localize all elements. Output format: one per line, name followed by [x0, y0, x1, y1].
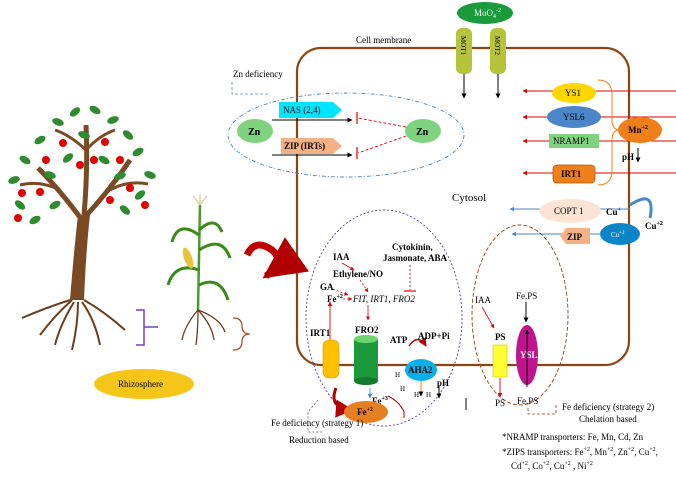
nramp-note: *NRAMP transporters: Fe, Mn, Cd, Zn [502, 432, 644, 442]
h2-label: H [400, 385, 405, 393]
cu2-inner-label: Cu+2 [611, 231, 625, 239]
zn-deficiency-label: Zn deficiency [233, 69, 283, 79]
fro2-label: FRO2 [355, 325, 379, 335]
iaa-right-label: IAA [475, 295, 491, 305]
ethylene-fit-arrow [359, 279, 369, 293]
irt1-right-box [552, 164, 596, 184]
mot2-label: MOT2 [493, 36, 501, 56]
fe-ps-bottom-label: Fe.PS [517, 396, 538, 406]
mot1-label: MOT1 [459, 36, 467, 56]
mot1-transporter [456, 28, 472, 74]
iaa-ps-arrow [481, 306, 495, 329]
ps-top-label: PS [495, 332, 506, 342]
cu-plus-label: Cu+ [606, 207, 622, 217]
zn-deficiency-region [227, 92, 465, 178]
cu2-label: Cu+2 [645, 221, 663, 231]
chelation-label: Chelation based [579, 414, 637, 424]
zn-inhibit-zip [357, 135, 407, 154]
ph-left-label: pH [437, 378, 449, 388]
copt1-label: COPT 1 [554, 206, 584, 216]
fe-ps-top-label: Fe.PS [516, 291, 537, 301]
zn-right-ellipse [405, 119, 441, 143]
cu-reduction-arc [629, 197, 653, 219]
ethylene-label: Ethylene/NO [333, 269, 383, 279]
ys1-label: YS1 [565, 88, 581, 98]
zn-inhibit-nas [357, 117, 407, 128]
fe3-label: Fe+3 [372, 396, 388, 406]
irt1-left-transporter [322, 339, 340, 379]
atp-adp-arc [408, 337, 427, 347]
cu2-ellipse [600, 223, 640, 245]
strategy2-pointer [527, 404, 557, 415]
strategy1-region [305, 209, 463, 427]
zip-box [560, 228, 590, 244]
fe3-reduction-link [387, 395, 405, 418]
zn-right-label: Zn [416, 127, 429, 138]
cytosol-label: Cytosol [452, 192, 486, 204]
ysl6-ellipse [547, 106, 601, 128]
ga-fit-arrow [332, 288, 349, 296]
iaa-left-label: IAA [333, 252, 350, 262]
ys1-ellipse [552, 83, 596, 103]
red-curved-arrow [243, 237, 310, 279]
ysl6-label: YSL6 [563, 112, 585, 122]
nramp1-box [549, 134, 599, 148]
fruit-tree-illustration [8, 105, 158, 351]
h3-label: H [414, 391, 419, 399]
zn-left-ellipse [237, 119, 273, 143]
rhizosphere-label: Rhizosphere [118, 379, 163, 389]
fe2-top-label: Fe+2 [327, 294, 343, 304]
cell-membrane-label: Cell membrane [356, 35, 411, 45]
ga-label: GA [320, 282, 334, 292]
reduction-label: Reduction based [289, 435, 349, 445]
atp-label: ATP [390, 335, 408, 345]
fit-genes-label: FIT, IRT1, FRO2 [352, 294, 415, 304]
cytokinin-line2: Jasmonate, ABA [383, 253, 448, 263]
ph-right-label: pH [622, 152, 634, 162]
ps-bottom-label: PS [495, 398, 505, 408]
cytokinin-line1: Cytokinin, [392, 242, 433, 252]
mn-bracket [597, 79, 621, 186]
mot2-transporter [490, 28, 506, 74]
nas-label: NAS (2,4) [283, 105, 321, 115]
fro2-cylinder [354, 339, 378, 381]
iaa-ethylene-arrow [341, 262, 355, 271]
molybdate-label: MoO4-2 [474, 8, 501, 20]
nas-box [279, 102, 342, 118]
strategy2-region [471, 224, 569, 406]
h4-label: H [426, 391, 431, 399]
zn-left-label: Zn [248, 127, 261, 138]
h1-label: H [395, 371, 400, 379]
molybdate-ellipse [457, 2, 513, 24]
ps-transporter [492, 344, 508, 378]
irt1-left-label: IRT1 [310, 328, 331, 338]
nramp1-label: NRAMP1 [553, 136, 590, 146]
zip-irts-label: ZIP (IRTs) [284, 141, 325, 151]
strategy1-label: Fe deficiency (strategy 1) [271, 418, 363, 428]
fe2-bottom-ellipse [344, 401, 388, 423]
strategy1-pointer [307, 399, 322, 433]
fe2-bottom-label: Fe+2 [357, 407, 373, 417]
fro2-cylinder-top [354, 335, 378, 343]
irt1-right-label: IRT1 [561, 169, 582, 179]
aha2-ellipse [405, 359, 437, 381]
rhizosphere-ellipse [94, 369, 194, 399]
mn-label: Mn+2 [628, 125, 648, 135]
strategy2-label: Fe deficiency (strategy 2) [562, 402, 654, 412]
adp-label: ADP+Pi [418, 331, 450, 341]
zips-note-line2: Cd+2, Co+2, Cu+2 , Ni+2 [511, 461, 593, 471]
ysl-label: YSL [520, 350, 538, 360]
zips-note-line1: *ZIPS transporters: Fe+2, Mn+2, Zn+2, Cu… [502, 447, 658, 457]
copt1-ellipse [539, 199, 601, 223]
zip-irts-box [281, 138, 342, 154]
aha2-label: AHA2 [408, 365, 433, 375]
zip-label: ZIP [567, 232, 583, 242]
fro2-cylinder-bottom [354, 377, 378, 385]
zn-deficiency-pointer [231, 82, 268, 95]
mn-ellipse [618, 117, 662, 143]
maize-plant-illustration [166, 194, 251, 351]
